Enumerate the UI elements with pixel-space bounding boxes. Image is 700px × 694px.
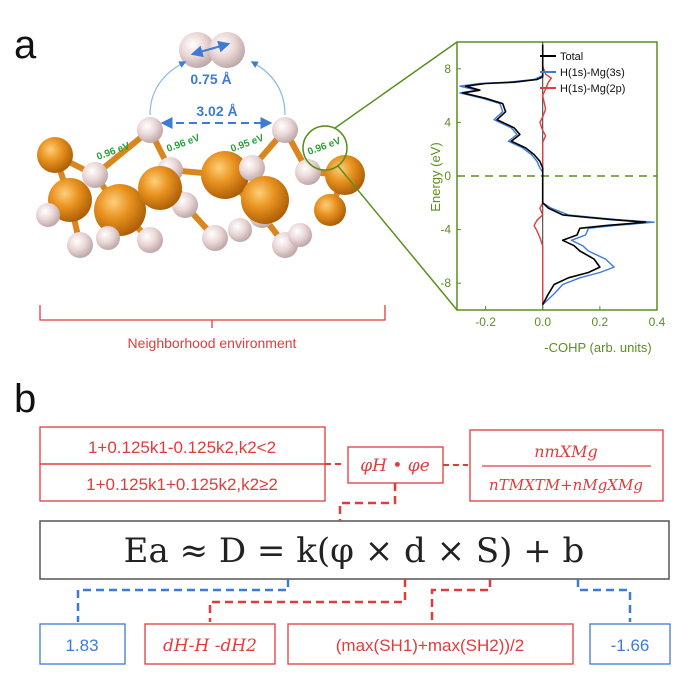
- cohp-chart: -COHP (arb. units) Energy (eV) -0.2 0.0 0.…: [428, 41, 666, 355]
- x-tick-label-3: 0.4: [649, 315, 666, 329]
- condition-top-text: 1+0.125k1-0.125k2,k2<2: [88, 438, 276, 457]
- y-tick-label-2: 0: [444, 169, 451, 183]
- atomic-structure: [36, 32, 365, 258]
- fraction-box: [469, 429, 664, 502]
- legend-label-1: H(1s)-Mg(3s): [560, 67, 625, 79]
- x-tick-label-1: 0.0: [534, 315, 551, 329]
- h2-atom-right: [209, 32, 245, 68]
- phi-text: φH • φe: [360, 456, 430, 476]
- main-equation: Ea ≈ D = k(φ × d × S) + b: [124, 531, 585, 571]
- condition-box-bottom: [39, 463, 326, 502]
- y-axis-label: Energy (eV): [428, 142, 443, 211]
- fraction-denominator: nTMXTM+nMgXMg: [489, 476, 643, 494]
- y-tick-label-1: 4: [444, 115, 451, 129]
- bond-energy-label-2: 0.96 eV: [165, 133, 201, 155]
- distance-top-label: 0.75 Å: [190, 71, 231, 87]
- legend-label-0: Total: [560, 51, 583, 63]
- legend-label-2: H(1s)-Mg(2p): [560, 83, 625, 95]
- k-box: [39, 623, 126, 665]
- panel-b-label: b: [14, 377, 36, 421]
- x-axis-label: -COHP (arb. units): [544, 340, 651, 355]
- distance-mid-label: 3.02 Å: [196, 103, 237, 119]
- x-tick-label-2: 0.2: [592, 315, 609, 329]
- x-tick-label-0: -0.2: [475, 315, 496, 329]
- equation-box: [39, 520, 670, 580]
- series-line-0: [461, 44, 647, 305]
- d-box: [144, 623, 276, 665]
- bracket-label: Neighborhood environment: [128, 335, 297, 351]
- y-tick-label-4: -8: [440, 276, 451, 290]
- d-text: dH-H -dH2: [163, 636, 257, 656]
- desorption-arrow-left: [149, 61, 187, 116]
- s-box: [287, 623, 574, 665]
- b-value: -1.66: [611, 636, 650, 655]
- y-tick-label-0: 8: [444, 62, 451, 76]
- bond-energy-label-3: 0.95 eV: [229, 133, 265, 155]
- series-line-1: [459, 44, 655, 306]
- y-tick-label-3: -4: [440, 223, 451, 237]
- bond-energy-label-4: 0.96 eV: [306, 136, 342, 158]
- zoom-circle: [302, 125, 348, 171]
- fraction-numerator: nmXMg: [534, 442, 598, 461]
- bracket: [39, 305, 386, 321]
- k-value: 1.83: [65, 636, 98, 655]
- s-text: (max(SH1)+max(SH2))/2: [336, 636, 524, 655]
- panel-a-label: a: [14, 23, 37, 67]
- condition-bottom-text: 1+0.125k1+0.125k2,k2≥2: [86, 475, 278, 494]
- desorption-arrow-right: [250, 61, 286, 116]
- series-line-2: [533, 44, 552, 305]
- zoom-line-top: [334, 41, 458, 129]
- zoom-line-bottom: [337, 165, 458, 311]
- b-box: [589, 623, 671, 665]
